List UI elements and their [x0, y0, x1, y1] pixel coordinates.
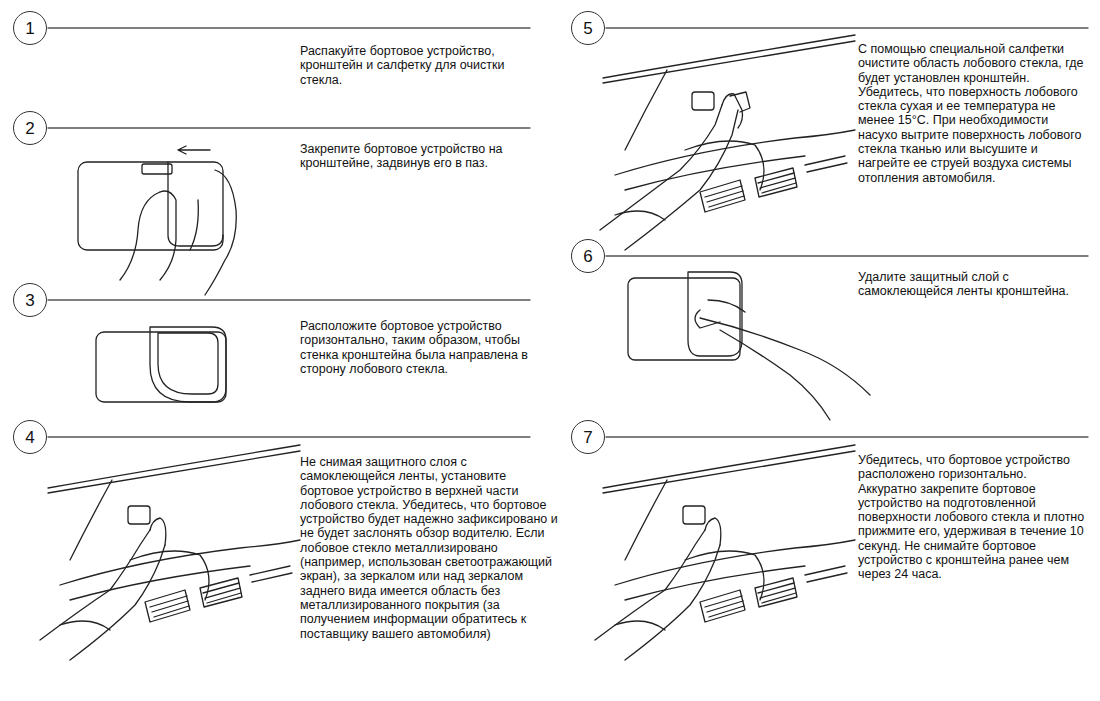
step-number-text: 5 — [583, 20, 592, 37]
step-number: 5 — [571, 11, 605, 45]
step-number-text: 4 — [25, 429, 34, 446]
instruction-text: Расположите бортовое устройство горизонт… — [300, 319, 545, 376]
step-number: 4 — [13, 420, 47, 454]
instruction-text: Удалите защитный слой с самоклеющейся ле… — [858, 270, 1086, 299]
step-number: 2 — [13, 111, 47, 145]
step-number-text: 2 — [25, 120, 34, 137]
step-number: 6 — [571, 239, 605, 273]
step-number: 7 — [571, 420, 605, 454]
instruction-text: Распакуйте бортовое устройство, кронштей… — [300, 44, 545, 87]
instruction-text: Закрепите бортовое устройство на кронште… — [300, 142, 545, 171]
instruction-text: С помощью специальной салфетки очистите … — [858, 42, 1086, 185]
step-number-text: 7 — [583, 429, 592, 446]
instruction-text: Убедитесь, что бортовое устройство распо… — [858, 453, 1086, 582]
instruction-text: Не снимая защитного слоя с самоклеющейся… — [300, 455, 562, 641]
step-number-text: 6 — [583, 248, 592, 265]
step-number-text: 1 — [25, 20, 34, 37]
step-number-text: 3 — [25, 292, 34, 309]
step-number: 3 — [13, 283, 47, 317]
step-number: 1 — [13, 11, 47, 45]
